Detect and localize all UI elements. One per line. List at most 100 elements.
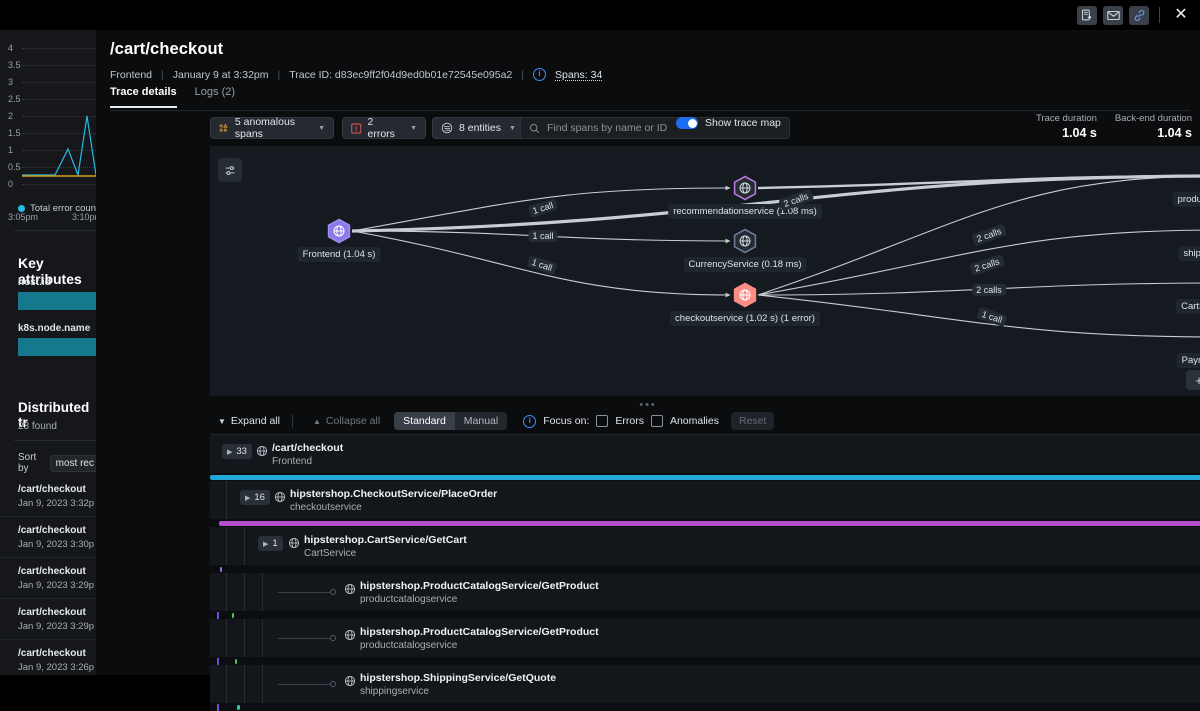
table-row[interactable]: hipstershop.ProductCatalogService/GetPro… (210, 573, 1200, 612)
meta-separator: | (278, 69, 281, 81)
span-name: hipstershop.CartService/GetCart (304, 534, 467, 546)
span-service: checkoutservice (290, 502, 362, 513)
span-service: productcatalogservice (360, 640, 457, 651)
tree-guide (244, 665, 245, 703)
notes-icon[interactable] (1077, 6, 1097, 25)
trace-list-item-time: Jan 9, 2023 3:26p (18, 662, 100, 673)
backend-duration: Back-end duration 1.04 s (1115, 113, 1192, 140)
show-trace-map-toggle[interactable]: Show trace map (676, 117, 781, 129)
table-row[interactable]: ▶16hipstershop.CheckoutService/PlaceOrde… (210, 481, 1200, 520)
map-node-recommendationservice[interactable] (732, 175, 758, 201)
attr-label-host-id: host.id (18, 277, 51, 288)
error-icon (351, 123, 362, 134)
zoom-in-button[interactable]: + (1186, 370, 1200, 390)
backend-duration-label: Back-end duration (1115, 113, 1192, 124)
link-icon[interactable] (1129, 6, 1149, 25)
chevron-up-icon: ▲ (313, 417, 321, 426)
collapse-all-button[interactable]: ▲ Collapse all (313, 415, 380, 427)
focus-errors-label: Errors (615, 415, 644, 427)
expand-all-label: Expand all (231, 415, 280, 427)
trace-detail-panel: ✕ /cart/checkout Frontend | January 9 at… (96, 0, 1200, 675)
view-mode-segmented[interactable]: Standard Manual (394, 412, 507, 430)
mail-icon[interactable] (1103, 6, 1123, 25)
view-mode-standard[interactable]: Standard (394, 412, 455, 430)
map-node-checkoutservice[interactable] (732, 282, 758, 308)
meta-spans[interactable]: Spans: 34 (555, 69, 602, 81)
trace-list: /cart/checkoutJan 9, 2023 3:32p/cart/che… (0, 476, 100, 675)
filter-anomalous-spans[interactable]: 5 anomalous spans ▼ (210, 117, 334, 139)
attr-label-k8s-node-name: k8s.node.name (18, 323, 90, 334)
span-bar-lane (210, 566, 1200, 573)
chevron-down-icon: ▼ (218, 417, 226, 426)
expand-all-button[interactable]: ▼ Expand all (218, 415, 280, 427)
meta-separator: | (521, 69, 524, 81)
trace-list-item-time: Jan 9, 2023 3:30p (18, 539, 100, 550)
trace-list-item[interactable]: /cart/checkoutJan 9, 2023 3:32p (0, 476, 100, 517)
trace-list-item-name: /cart/checkout (18, 566, 100, 577)
trace-list-item[interactable]: /cart/checkoutJan 9, 2023 3:29p (0, 558, 100, 599)
trace-list-item[interactable]: /cart/checkoutJan 9, 2023 3:30p (0, 517, 100, 558)
child-count: 16 (254, 492, 265, 503)
divider (1159, 7, 1160, 23)
map-node-label-shippingservice: shippingservice (0.39 ms (1178, 246, 1200, 261)
reset-button[interactable]: Reset (731, 412, 774, 430)
focus-errors-checkbox[interactable] (596, 415, 608, 427)
chevron-down-icon: ▼ (318, 125, 325, 132)
span-service: Frontend (272, 456, 312, 467)
filter-entities-label: 8 entities (459, 122, 501, 134)
expand-toggle[interactable]: ▶16 (240, 490, 270, 505)
span-bar-tick (217, 658, 219, 665)
child-count: 33 (236, 446, 247, 457)
trace-duration-label: Trace duration (1036, 113, 1097, 124)
table-row[interactable]: ▶1hipstershop.CartService/GetCartCartSer… (210, 527, 1200, 566)
trace-list-item[interactable]: /cart/checkoutJan 9, 2023 3:29p (0, 599, 100, 640)
tab-trace-details[interactable]: Trace details (110, 86, 177, 108)
tree-guide (262, 573, 263, 611)
globe-icon (344, 674, 356, 692)
duration-summary: Trace duration 1.04 s Back-end duration … (1036, 113, 1192, 140)
trace-map[interactable]: Frontend (1.04 s)recommendationservice (… (210, 146, 1200, 396)
backend-duration-value: 1.04 s (1115, 126, 1192, 140)
trace-list-item-time: Jan 9, 2023 3:29p (18, 580, 100, 591)
tab-logs-2[interactable]: Logs (2) (195, 86, 235, 108)
show-trace-map-label: Show trace map (705, 117, 781, 129)
span-bar (219, 521, 1200, 526)
divider (292, 414, 293, 428)
focus-anomalies-checkbox[interactable] (651, 415, 663, 427)
toggle-switch[interactable] (676, 117, 698, 129)
trace-list-item[interactable]: /cart/checkoutJan 9, 2023 3:26p (0, 640, 100, 675)
sort-by-select[interactable]: most rec (50, 455, 100, 472)
table-row[interactable]: hipstershop.ShippingService/GetQuoteship… (210, 665, 1200, 704)
span-bar (210, 475, 1200, 480)
expand-toggle[interactable]: ▶1 (258, 536, 283, 551)
globe-icon (288, 536, 300, 554)
waterfall-list: ▶33/cart/checkoutFrontend1.04 s▶16hipste… (210, 435, 1200, 675)
map-node-frontend[interactable] (326, 218, 352, 244)
filter-errors[interactable]: 2 errors ▼ (342, 117, 426, 139)
trace-list-item-name: /cart/checkout (18, 648, 100, 659)
expand-toggle[interactable]: ▶33 (222, 444, 252, 459)
tree-guide (244, 527, 245, 565)
info-icon: i (523, 415, 536, 428)
trace-duration-value: 1.04 s (1036, 126, 1097, 140)
table-row[interactable]: ▶33/cart/checkoutFrontend1.04 s (210, 435, 1200, 474)
waterfall-controls: ▼ Expand all ▲ Collapse all Standard Man… (210, 408, 1200, 434)
span-name: hipstershop.ProductCatalogService/GetPro… (360, 580, 599, 592)
span-bar-tick (217, 612, 219, 619)
chart-legend: Total error count (18, 203, 99, 214)
page-title: /cart/checkout (110, 40, 1190, 59)
entities-icon (441, 122, 453, 134)
sort-by-control[interactable]: Sort by most rec (18, 452, 100, 474)
tree-guide (226, 573, 227, 611)
close-icon[interactable]: ✕ (1170, 5, 1192, 25)
span-bar (232, 613, 234, 618)
filter-entities[interactable]: 8 entities ▼ (432, 117, 528, 139)
trace-list-item-name: /cart/checkout (18, 484, 100, 495)
globe-icon (256, 444, 268, 462)
tree-connector (278, 592, 330, 593)
map-node-currencyservice[interactable] (732, 228, 758, 254)
table-row[interactable]: hipstershop.ProductCatalogService/GetPro… (210, 619, 1200, 658)
span-bar-lane (210, 612, 1200, 619)
view-mode-manual[interactable]: Manual (455, 412, 507, 430)
tree-connector (278, 638, 330, 639)
